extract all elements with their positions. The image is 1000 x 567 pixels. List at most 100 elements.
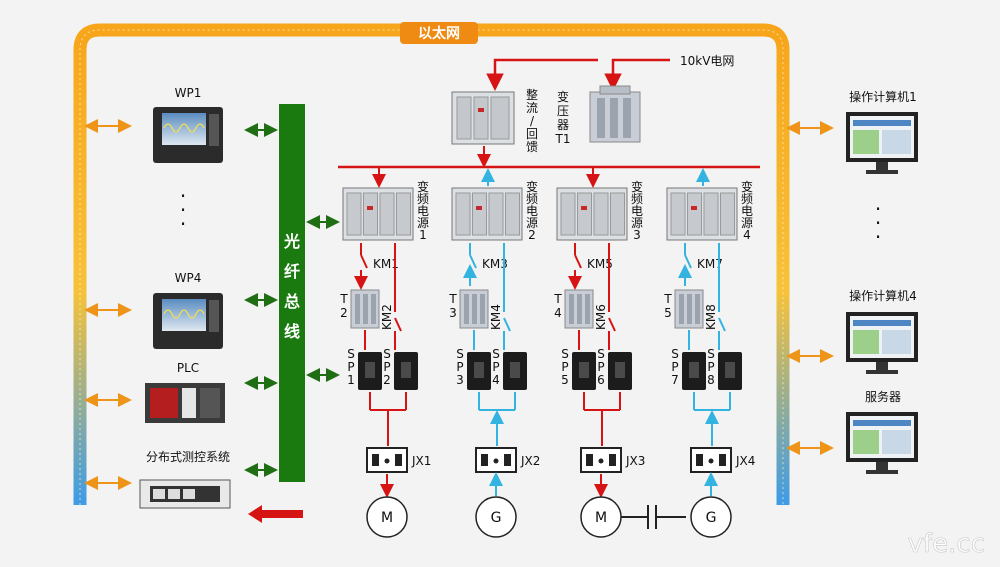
rectifier-cabinet [451,91,515,145]
svg-text:·: · [875,197,881,221]
inverter-cabinet-2 [451,187,523,241]
inverter-label-1-char: 变 [417,179,429,194]
transformer-label-4-char: 4 [554,306,562,320]
sensor-label-char: S [597,347,605,361]
machine-label: G [491,510,502,526]
ethernet-links-right [786,121,834,455]
svg-text:·: · [180,184,186,208]
contactor-switch-b [503,317,511,332]
t1-label-text-char: 压 [557,104,569,118]
t1-label-text-char: T1 [555,132,571,146]
wave-recorder-1 [153,107,223,163]
inverter-label-4-char: 电 [741,204,753,218]
inverter-label-4-char: 频 [741,192,753,206]
fiber-links [244,123,340,477]
contactor-a-label: KM1 [373,257,399,271]
inverter-label-4-char: 变 [741,179,753,194]
machine-label: M [595,510,607,526]
sensor-label-char: S [707,347,715,361]
sensor-label-char: P [456,360,463,374]
sensor-label-char: 1 [347,373,355,387]
inverter-label-3-char: 3 [633,228,641,242]
sensor-label-char: S [347,347,355,361]
sensor-label-char: P [671,360,678,374]
transformer-label-2-char: T [339,292,348,306]
inverter-cabinet-3 [556,187,628,241]
plc-device [145,383,225,423]
coupling-shaft [621,505,686,529]
vertical-ellipsis-right: · · · [875,197,881,249]
inverter-label-1-char: 1 [419,228,427,242]
wave-recorder-4 [153,293,223,349]
rectifier-label-text-char: 馈 [526,140,538,154]
contactor-b-label: KM6 [594,304,608,330]
inverter-label-3-char: 变 [631,179,643,194]
rectifier-label-text: 整流/回馈 [526,87,538,154]
sensor-label-char: 8 [707,373,715,387]
transformer-label-5-char: T [663,292,672,306]
current-sensor [394,352,418,390]
junction-box-3 [580,447,622,473]
transformer-label-2-char: 2 [340,306,348,320]
contactor-b-label: KM4 [489,304,503,330]
current-sensor [682,352,706,390]
contactor-switch-a [574,254,582,269]
inverter-label-2-char: 源 [526,216,538,230]
inverter-label-2-char: 频 [526,192,538,206]
current-sensor [572,352,596,390]
sensor-label: SP6 [597,347,605,387]
sensor-label-char: S [383,347,391,361]
sensor-label-char: 4 [492,373,500,387]
fiber-bus-char: 线 [284,322,300,341]
sensor-label-char: S [456,347,464,361]
junction-label: JX2 [520,454,540,468]
inverter-label-2-char: 2 [528,228,536,242]
server [846,412,918,474]
branch-transformer-4 [564,289,594,329]
current-sensor [358,352,382,390]
ethernet-links-left [84,119,132,490]
inverter-label-1-char: 电 [417,204,429,218]
inverter-label-1-char: 源 [417,216,429,230]
fiber-bus [279,104,305,482]
sensor-label-char: S [561,347,569,361]
inverter-cabinet-4 [666,187,738,241]
sensor-label-char: 7 [671,373,679,387]
current-sensor [608,352,632,390]
vertical-ellipsis-left: · · · [180,184,186,236]
current-sensor [467,352,491,390]
transformer-label-3-char: 3 [449,306,457,320]
machine-4: G [690,496,732,538]
dcs-device [139,479,231,509]
sensor-label-char: S [492,347,500,361]
computer4-label: 操作计算机4 [849,288,917,303]
contactor-switch-b [718,317,726,332]
inverter-label-3-char: 电 [631,204,643,218]
sensor-label: SP8 [707,347,715,387]
sensor-label-char: 5 [561,373,569,387]
current-sensor [718,352,742,390]
sensor-label-char: 6 [597,373,605,387]
watermark: vfe.cc [908,529,985,559]
fiber-bus-char: 光 [283,232,300,251]
junction-label: JX4 [735,454,755,468]
svg-text:·: · [180,212,186,236]
contactor-a-label: KM7 [697,257,723,271]
fiber-bus-char: 纤 [284,262,300,281]
contactor-b-label: KM2 [380,304,394,330]
branch-transformer-5 [674,289,704,329]
svg-text:·: · [875,211,881,235]
rectifier-label-text-char: 回 [526,127,538,141]
rectifier-label-text-char: 流 [526,101,538,115]
sensor-label: SP2 [383,347,391,387]
junction-label: JX1 [411,454,431,468]
